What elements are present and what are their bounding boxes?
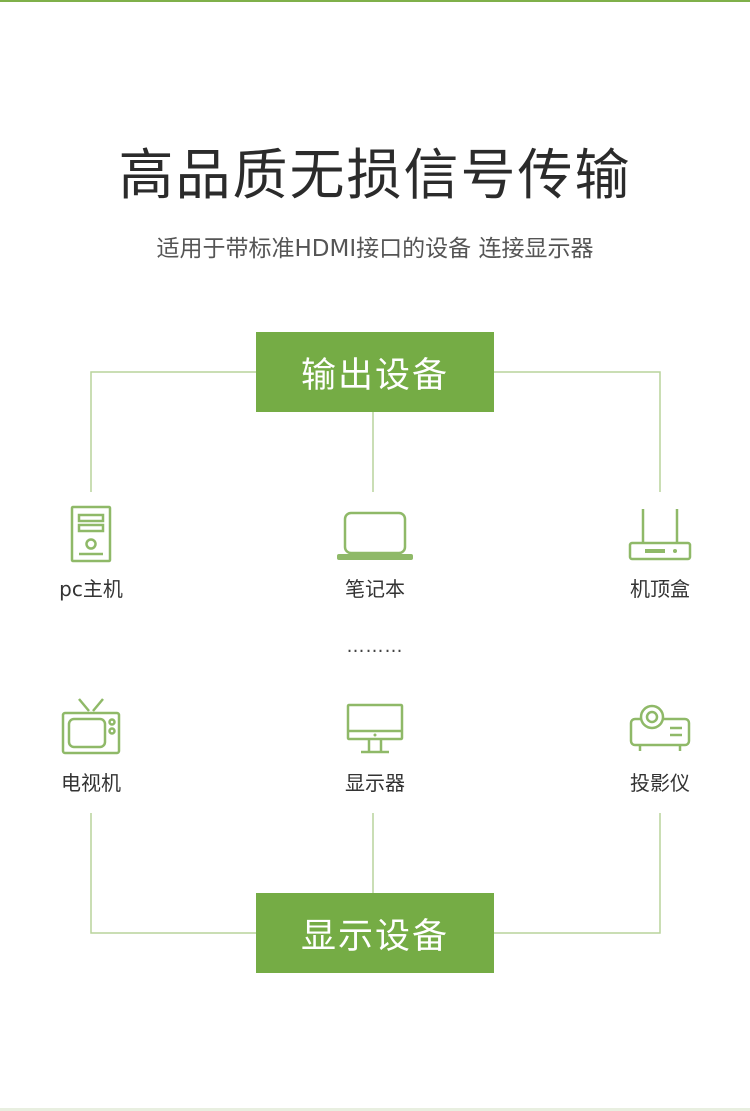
device-pc: pc主机 — [16, 505, 166, 603]
output-devices-box: 输出设备 — [256, 332, 494, 412]
display-devices-box: 显示设备 — [256, 893, 494, 973]
laptop-icon — [337, 511, 413, 560]
page-title: 高品质无损信号传输 — [118, 143, 632, 207]
projector-icon — [629, 704, 691, 751]
device-label: 显示器 — [345, 771, 405, 795]
set-top-box-icon — [628, 509, 692, 561]
pc-tower-icon — [70, 505, 112, 563]
connector-left-bottom — [90, 813, 256, 934]
device-laptop: 笔记本 — [300, 505, 450, 603]
connector-right-bottom — [494, 813, 661, 934]
device-set-top-box: 机顶盒 — [585, 505, 735, 603]
device-label: 笔记本 — [345, 577, 405, 601]
connector-left-top — [90, 371, 256, 492]
device-label: pc主机 — [59, 577, 123, 601]
bottom-accent-line — [0, 1108, 750, 1111]
device-projector: 投影仪 — [585, 697, 735, 797]
device-monitor: 显示器 — [300, 697, 450, 797]
top-accent-line — [0, 0, 750, 2]
device-tv: 电视机 — [16, 697, 166, 797]
more-devices-ellipsis: ……… — [346, 636, 404, 657]
device-label: 机顶盒 — [630, 577, 690, 601]
tv-icon — [61, 698, 121, 755]
device-label: 投影仪 — [630, 771, 690, 795]
device-label: 电视机 — [61, 771, 121, 795]
connector-right-top — [494, 371, 661, 492]
page-subtitle: 适用于带标准HDMI接口的设备 连接显示器 — [156, 236, 594, 262]
monitor-icon — [346, 703, 404, 754]
